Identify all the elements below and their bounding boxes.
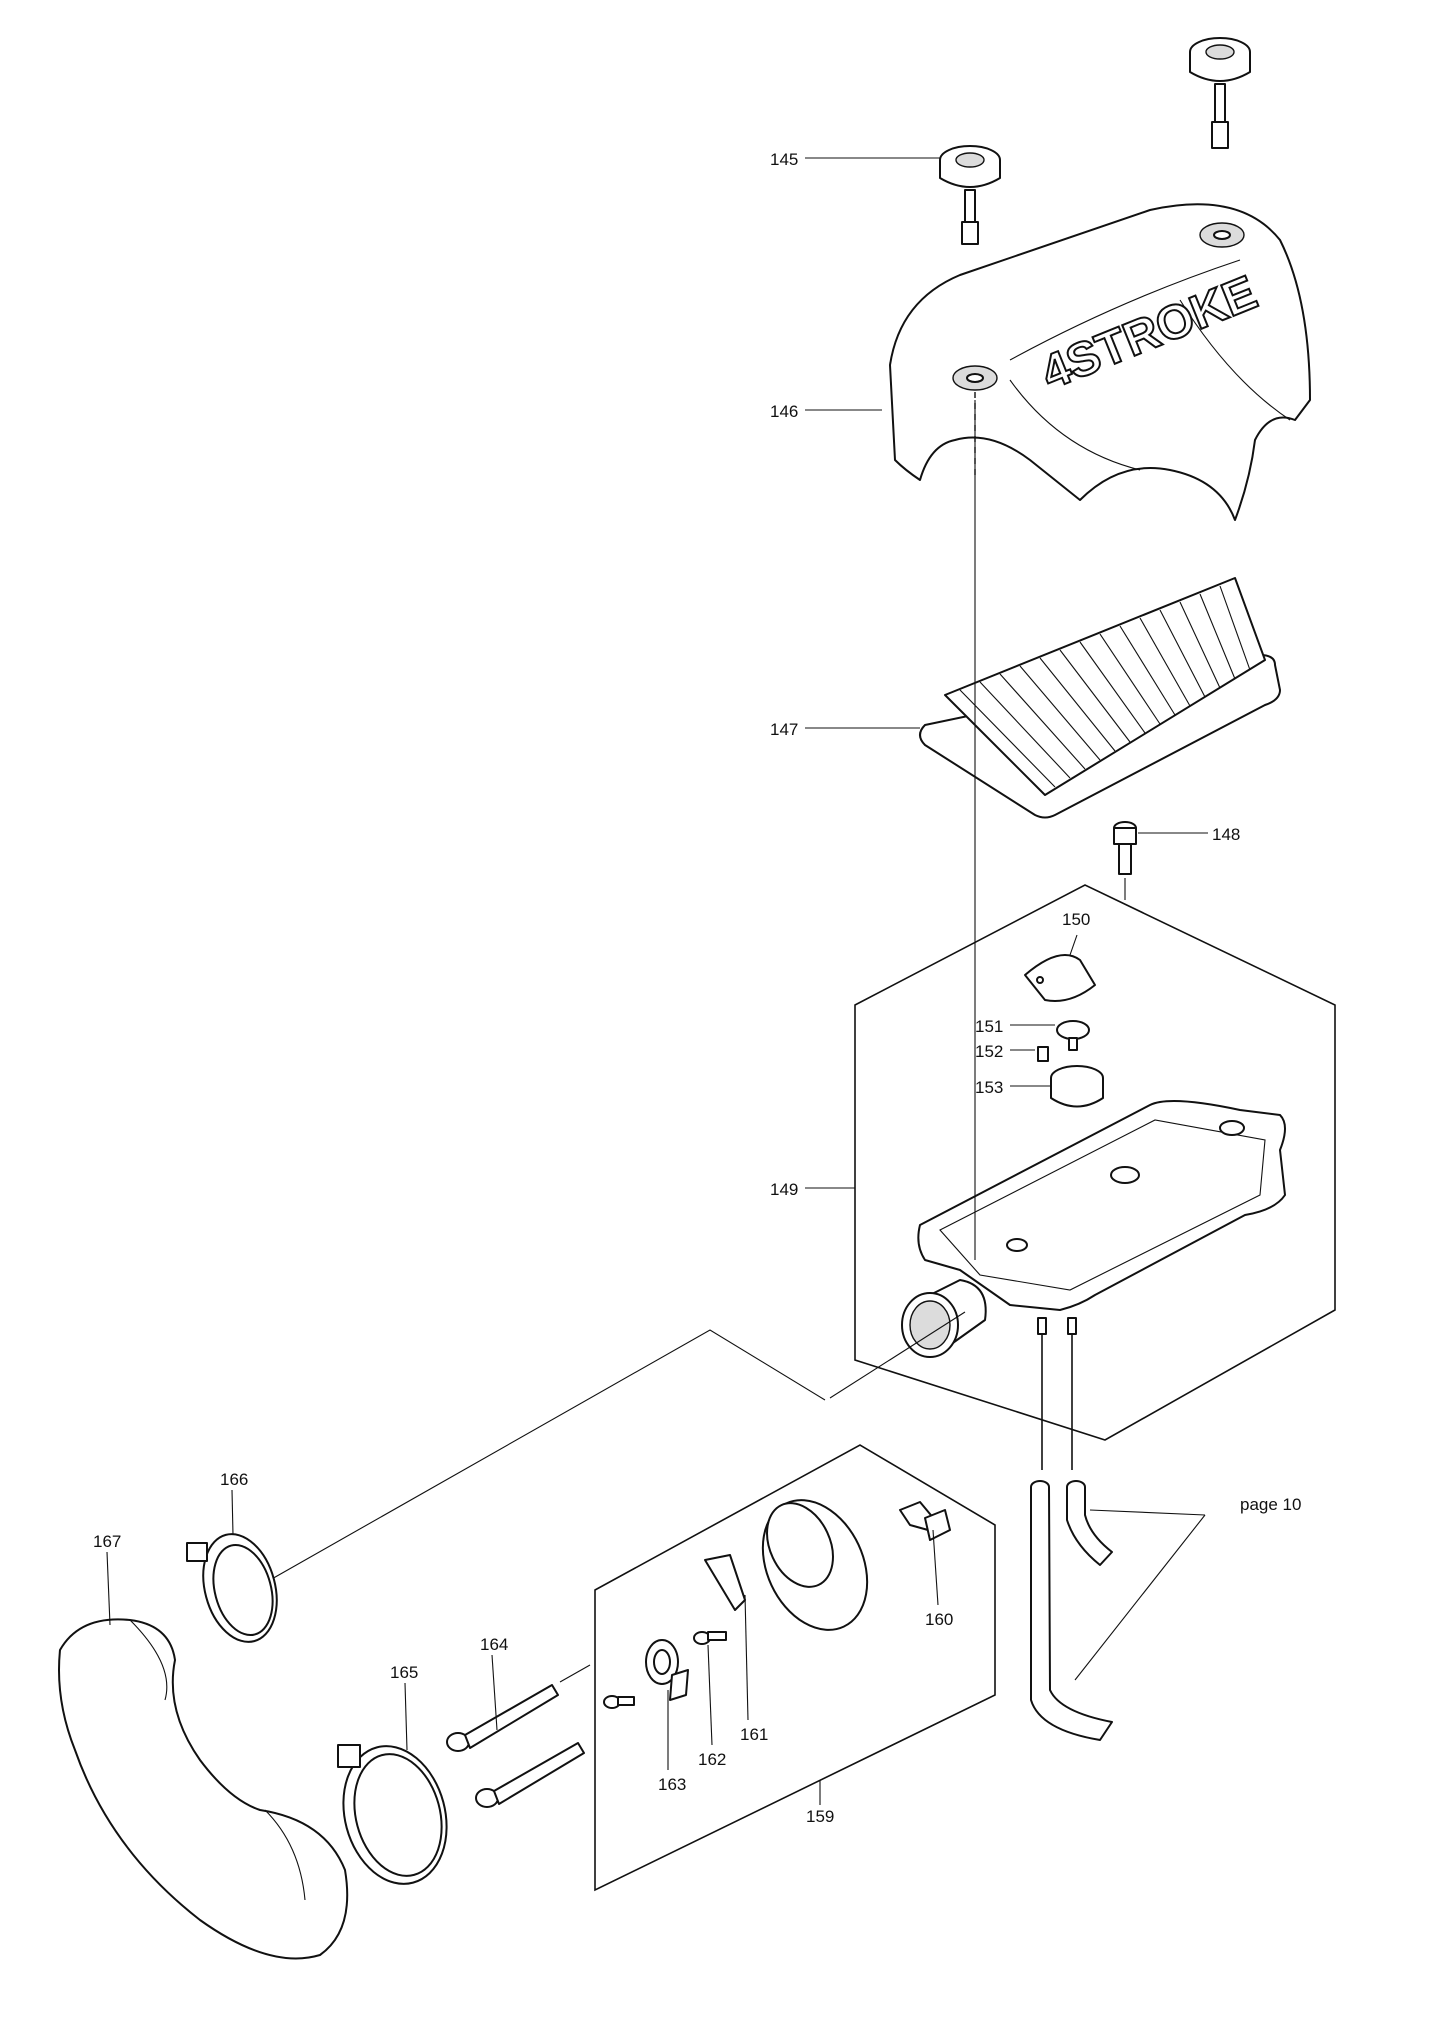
hoses (1030, 1335, 1113, 1741)
bolt-164 (446, 1684, 559, 1752)
group-box-159 (594, 1444, 996, 1892)
label-167: 167 (93, 1532, 121, 1551)
housing-149 (901, 1100, 1286, 1358)
elbow-167 (58, 1618, 349, 1960)
label-160: 160 (925, 1610, 953, 1629)
label-165: 165 (390, 1663, 418, 1682)
group-box-149 (854, 884, 1336, 1441)
part-160 (899, 1501, 951, 1541)
part-161 (704, 1499, 869, 1631)
label-147: 147 (770, 720, 798, 739)
small-screw (603, 1695, 635, 1709)
callout-labels: 145 146 147 148 149 150 151 152 153 159 … (93, 150, 1301, 1826)
ring-153 (1050, 1065, 1104, 1108)
filter-147 (919, 577, 1281, 819)
label-149: 149 (770, 1180, 798, 1199)
label-164: 164 (480, 1635, 508, 1654)
label-162: 162 (698, 1750, 726, 1769)
filter-pleats (959, 585, 1251, 788)
label-148: 148 (1212, 825, 1240, 844)
screw-162 (693, 1631, 727, 1645)
part-152 (1037, 1046, 1049, 1062)
clamp-166 (186, 1533, 278, 1643)
label-151: 151 (975, 1017, 1003, 1036)
label-145: 145 (770, 150, 798, 169)
page-reference: page 10 (1240, 1495, 1301, 1514)
part-151 (1056, 1020, 1090, 1051)
bolt-164-2 (475, 1742, 585, 1808)
label-163: 163 (658, 1775, 686, 1794)
knob-145 (939, 145, 1001, 245)
part-163 (645, 1639, 689, 1701)
label-159: 159 (806, 1807, 834, 1826)
label-150: 150 (1062, 910, 1090, 929)
clamp-165 (337, 1744, 448, 1885)
pad-150 (1024, 954, 1096, 1002)
label-161: 161 (740, 1725, 768, 1744)
label-152: 152 (975, 1042, 1003, 1061)
label-146: 146 (770, 402, 798, 421)
label-166: 166 (220, 1470, 248, 1489)
cover-146: 4STROKE (889, 203, 1311, 521)
label-153: 153 (975, 1078, 1003, 1097)
screw-148 (1113, 821, 1137, 875)
knob-145-right (1189, 37, 1251, 149)
